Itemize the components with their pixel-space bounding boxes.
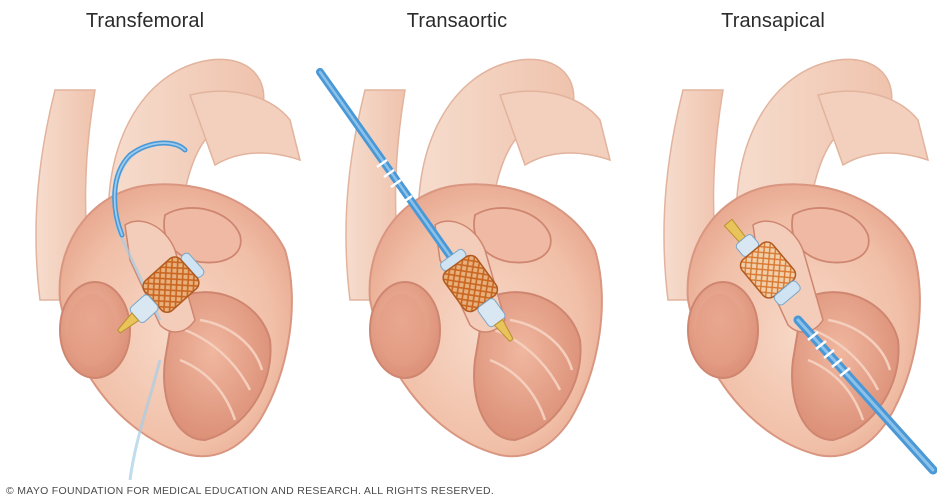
heart-illustrations bbox=[0, 0, 937, 480]
copyright-notice: © MAYO FOUNDATION FOR MEDICAL EDUCATION … bbox=[6, 485, 494, 497]
heart-transfemoral bbox=[36, 59, 300, 456]
panel-transapical bbox=[664, 59, 933, 470]
heart-transaortic bbox=[346, 59, 610, 456]
heart-transapical bbox=[664, 59, 928, 456]
panel-transaortic bbox=[320, 59, 610, 456]
panel-transfemoral bbox=[36, 59, 300, 480]
